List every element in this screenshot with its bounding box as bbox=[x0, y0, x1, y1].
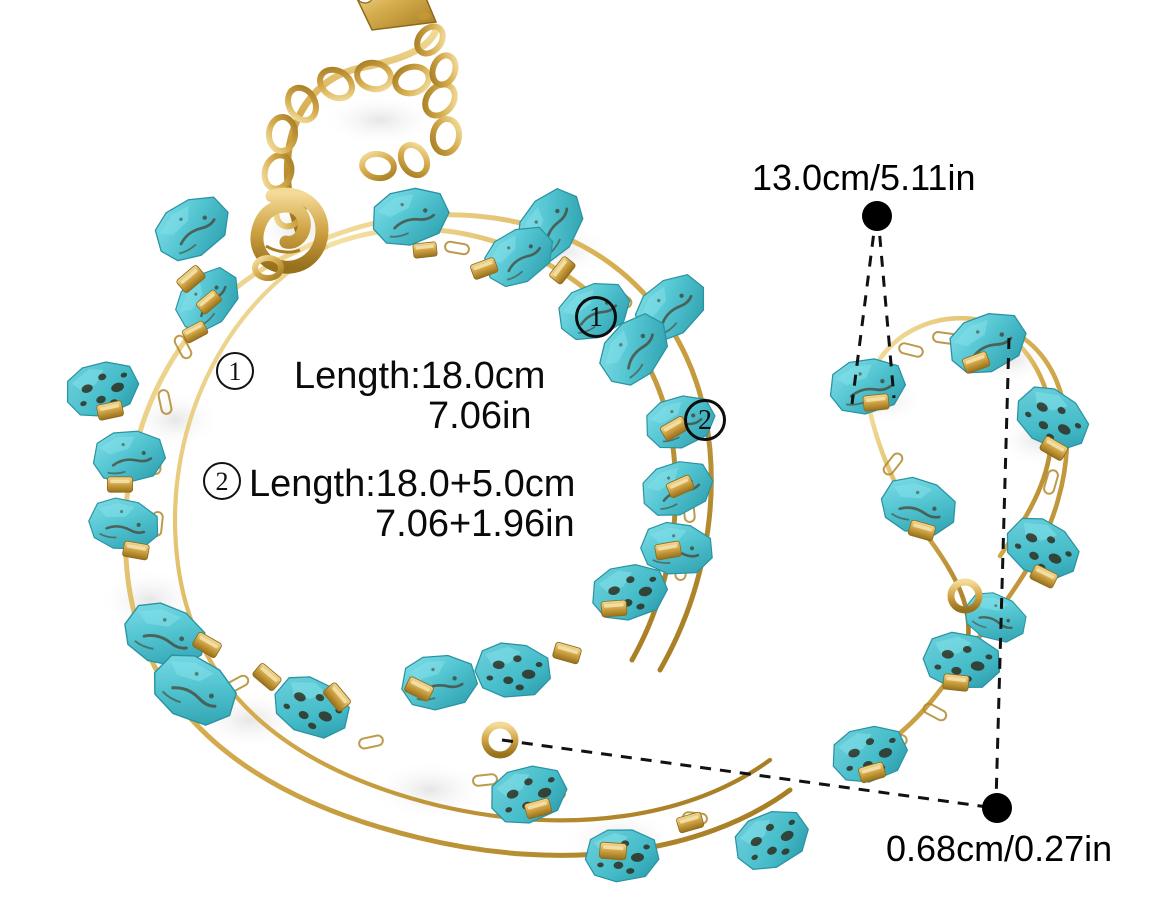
photo-marker-2: 2 bbox=[684, 399, 726, 441]
width-callout-label: 13.0cm/5.11in bbox=[752, 157, 976, 198]
bead-size-callout-label: 0.68cm/0.27in bbox=[886, 828, 1113, 869]
legend-item-2-line-1: Length:18.0+5.0cm bbox=[249, 463, 576, 505]
legend-item-1-line-1: Length:18.0cm bbox=[294, 355, 546, 397]
legend-item-2-line-2: 7.06+1.96in bbox=[375, 503, 575, 545]
necklace-jump-ring bbox=[481, 721, 519, 759]
lobster-clasp bbox=[250, 187, 329, 281]
brand-tag bbox=[356, 0, 438, 31]
width-callout-dot bbox=[862, 201, 892, 231]
bead-size-leader-vertical bbox=[994, 337, 1011, 803]
legend-marker-1: 1 bbox=[216, 352, 254, 390]
legend-marker-2: 2 bbox=[203, 462, 241, 500]
width-leader-right bbox=[876, 215, 896, 399]
tag-chain bbox=[414, 23, 459, 88]
photo-marker-1: 1 bbox=[575, 296, 617, 338]
bead-size-leader-diagonal bbox=[501, 738, 996, 810]
extension-chain bbox=[283, 28, 440, 237]
bracelet-stones bbox=[823, 300, 1099, 791]
necklace-strand-inner bbox=[172, 242, 773, 823]
bead-size-callout-dot bbox=[982, 793, 1012, 823]
bracelet-jump-ring bbox=[947, 578, 983, 614]
legend-item-1-line-2: 7.06in bbox=[428, 395, 532, 437]
measurement-lines bbox=[501, 215, 1011, 810]
